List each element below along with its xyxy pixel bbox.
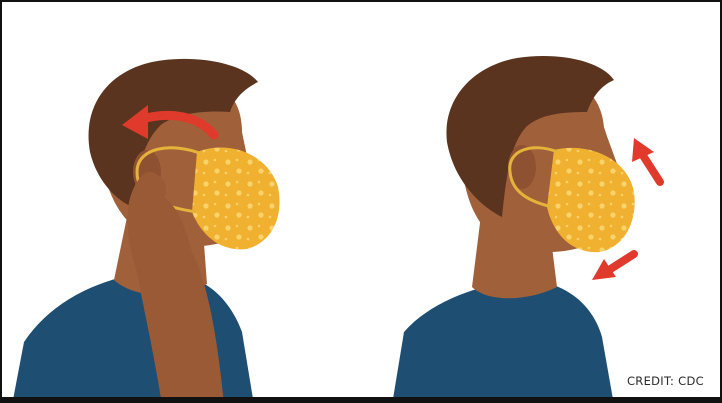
image-credit: CREDIT: CDC bbox=[625, 374, 706, 388]
right-shirt bbox=[392, 280, 614, 403]
arrow-up-icon bbox=[642, 154, 660, 182]
arrow-down-icon bbox=[609, 254, 634, 270]
right-figure bbox=[392, 56, 660, 403]
left-figure bbox=[12, 59, 280, 403]
